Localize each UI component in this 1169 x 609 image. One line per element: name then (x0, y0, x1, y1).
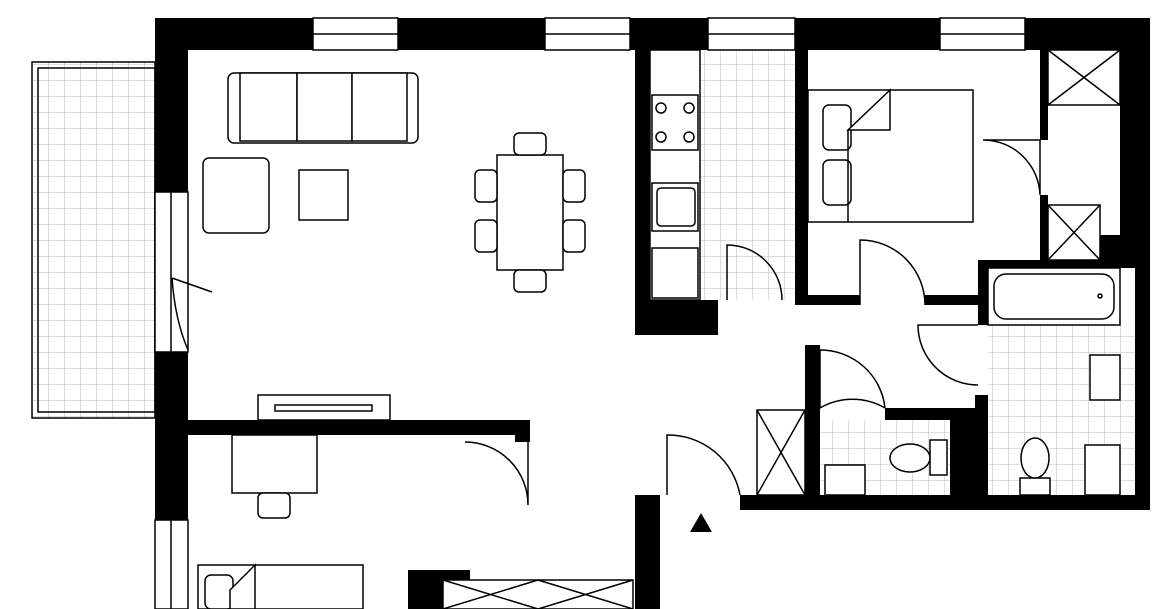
sofa (227, 72, 419, 144)
triangle-up-icon (690, 513, 712, 532)
coffee-table (298, 169, 349, 221)
double-bed (807, 88, 974, 223)
bathroom-toilet (1019, 437, 1051, 496)
kitchen-floor-tiles (700, 50, 795, 300)
tv-stand (257, 394, 391, 421)
bed (197, 563, 364, 609)
bathtub (987, 267, 1121, 326)
kitchen-counter (649, 49, 701, 301)
armchair (202, 157, 270, 234)
wc-sink (824, 464, 866, 496)
desk (231, 434, 318, 519)
balcony (31, 61, 156, 419)
windows (154, 17, 1026, 609)
washing-machine (1084, 444, 1121, 496)
bathroom-sink (1089, 354, 1121, 401)
dining-table (474, 132, 586, 293)
wc-toilet (889, 439, 948, 476)
wardrobes (442, 49, 1121, 609)
doors (171, 139, 1041, 506)
